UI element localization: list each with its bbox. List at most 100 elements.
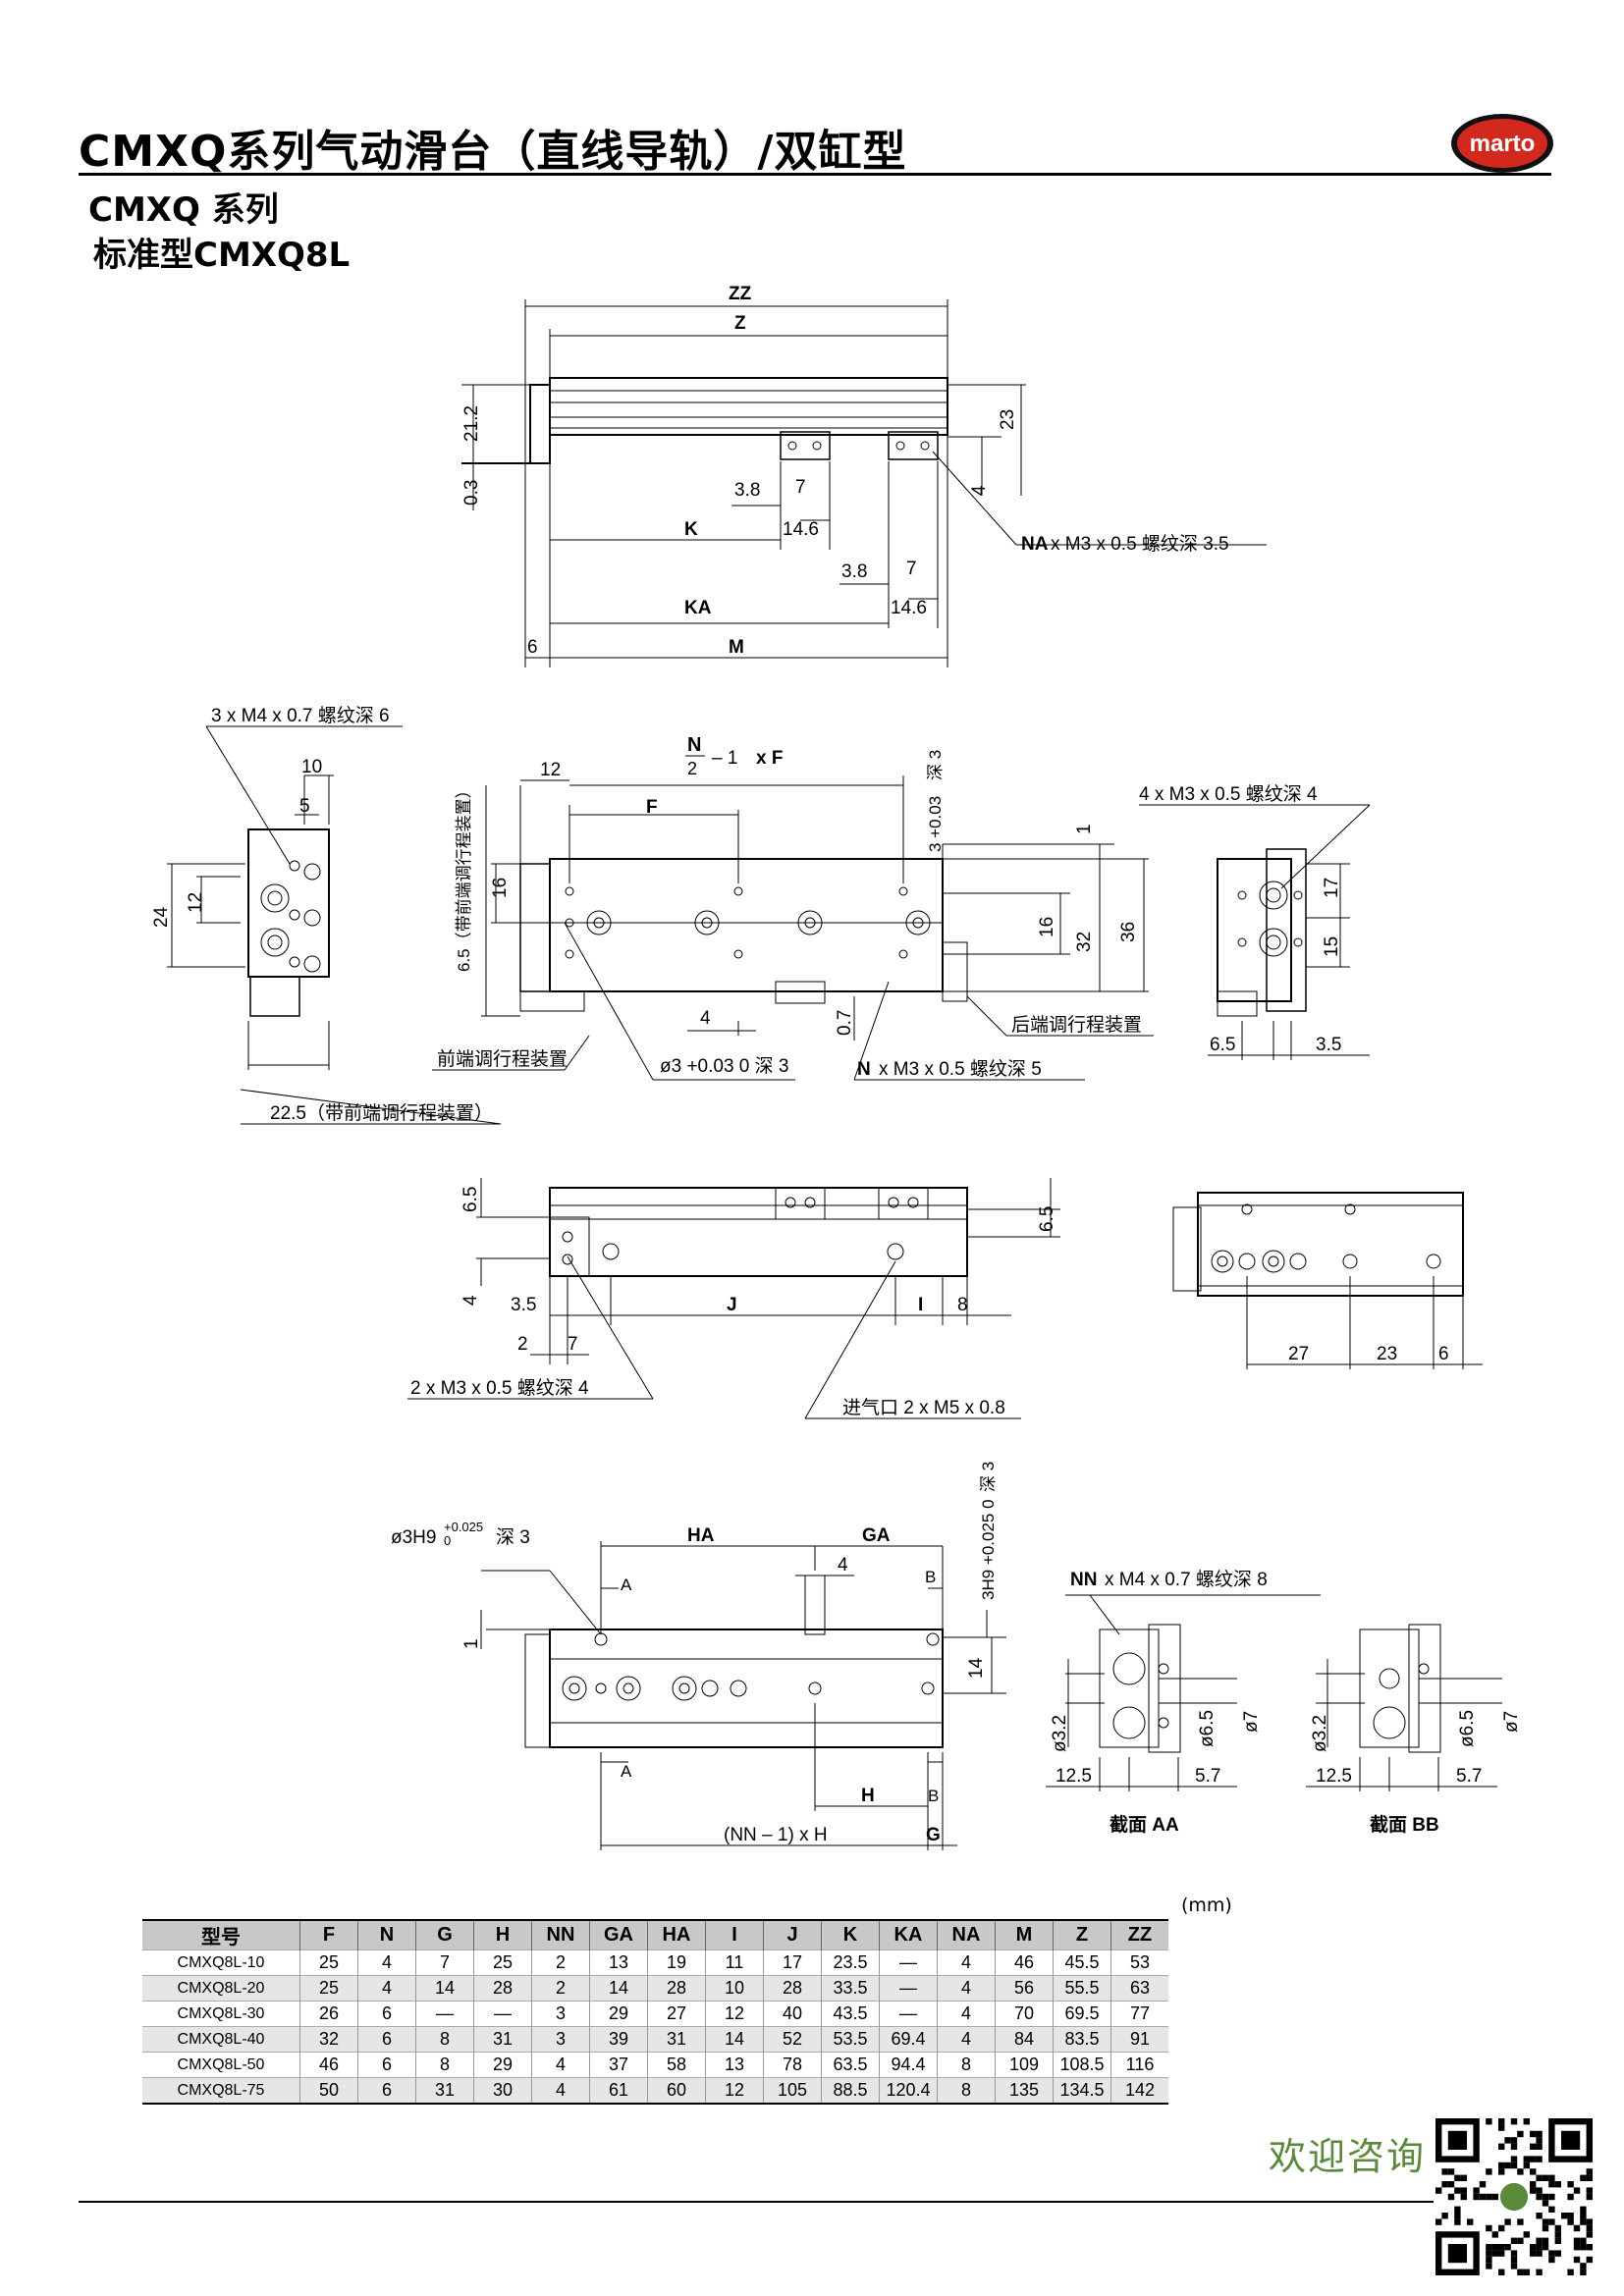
- value-cell: 13: [705, 2052, 764, 2078]
- svg-text:H: H: [861, 1786, 875, 1806]
- value-cell: 4: [937, 1949, 996, 1976]
- value-cell: 135: [995, 2077, 1054, 2104]
- svg-text:4: 4: [838, 1555, 848, 1575]
- column-header: F: [299, 1920, 358, 1950]
- svg-text:ø7: ø7: [1241, 1711, 1262, 1733]
- footer-rule: [79, 2201, 1434, 2203]
- svg-text:7: 7: [568, 1334, 578, 1355]
- value-cell: —: [415, 2001, 474, 2027]
- svg-text:截面 AA: 截面 AA: [1110, 1813, 1179, 1836]
- svg-text:x M4 x 0.7 螺纹深 8: x M4 x 0.7 螺纹深 8: [1105, 1569, 1268, 1590]
- value-cell: 6: [357, 2077, 416, 2104]
- left-end-labels: 3 x M4 x 0.7 螺纹深 6 10 5 12 24 22.5（带前端调行…: [151, 705, 493, 1124]
- value-cell: 33.5: [821, 1975, 880, 2002]
- svg-text:2 x M3 x 0.5 螺纹深 4: 2 x M3 x 0.5 螺纹深 4: [410, 1377, 589, 1399]
- value-cell: 83.5: [1053, 2026, 1111, 2053]
- value-cell: 8: [415, 2026, 474, 2053]
- svg-text:x F: x F: [756, 748, 783, 769]
- value-cell: 3: [531, 2001, 590, 2027]
- value-cell: 46: [995, 1949, 1054, 1976]
- value-cell: 25: [299, 1975, 358, 2002]
- value-cell: 4: [531, 2052, 590, 2078]
- value-cell: 55.5: [1053, 1975, 1111, 2002]
- value-cell: —: [879, 1975, 938, 2002]
- svg-text:Z: Z: [734, 313, 746, 334]
- svg-text:1: 1: [461, 1638, 482, 1649]
- value-cell: 94.4: [879, 2052, 938, 2078]
- column-header: I: [705, 1920, 764, 1950]
- value-cell: 84: [995, 2026, 1054, 2053]
- value-cell: 7: [415, 1949, 474, 1976]
- model-cell: CMXQ8L-10: [142, 1949, 300, 1976]
- value-cell: —: [473, 2001, 532, 2027]
- value-cell: 77: [1110, 2001, 1168, 2027]
- side-view-ports: [1172, 1192, 1483, 1369]
- value-cell: 2: [531, 1975, 590, 2002]
- svg-text:ø3.2: ø3.2: [1310, 1715, 1330, 1752]
- svg-text:x M3 x 0.5 螺纹深 3.5: x M3 x 0.5 螺纹深 3.5: [1051, 533, 1229, 555]
- value-cell: 88.5: [821, 2077, 880, 2104]
- value-cell: 19: [647, 1949, 706, 1976]
- value-cell: 26: [299, 2001, 358, 2027]
- svg-text:深 3: 深 3: [926, 750, 945, 780]
- value-cell: 14: [705, 2026, 764, 2053]
- value-cell: 53.5: [821, 2026, 880, 2053]
- svg-text:12.5: 12.5: [1056, 1766, 1092, 1787]
- svg-text:16: 16: [1037, 917, 1057, 937]
- value-cell: 3: [531, 2026, 590, 2053]
- value-cell: 12: [705, 2077, 764, 2104]
- value-cell: 37: [589, 2052, 648, 2078]
- value-cell: 14: [589, 1975, 648, 2002]
- logo-text: marto: [1470, 131, 1536, 157]
- value-cell: 6: [357, 2001, 416, 2027]
- svg-text:A: A: [621, 1575, 632, 1594]
- svg-text:ø3 +0.03 0 深 3: ø3 +0.03 0 深 3: [660, 1055, 789, 1077]
- svg-text:A: A: [621, 1762, 632, 1781]
- svg-text:0.3: 0.3: [461, 480, 482, 506]
- svg-text:24: 24: [151, 906, 172, 928]
- value-cell: 17: [763, 1949, 822, 1976]
- value-cell: 27: [647, 2001, 706, 2027]
- front-view-labels: 12 N 2 – 1 x F F 深 3 3 +0.03 16 6.5（带前端调…: [437, 734, 1142, 1080]
- value-cell: —: [879, 1949, 938, 1976]
- column-header: ZZ: [1110, 1920, 1168, 1950]
- side-view-labels: 27 23 6: [1288, 1344, 1449, 1364]
- table-unit: (mm): [1181, 1895, 1232, 1916]
- svg-text:3 x M4 x 0.7 螺纹深 6: 3 x M4 x 0.7 螺纹深 6: [211, 705, 390, 726]
- value-cell: 12: [705, 2001, 764, 2027]
- column-header: HA: [647, 1920, 706, 1950]
- model-cell: CMXQ8L-30: [142, 2001, 300, 2027]
- svg-text:14: 14: [966, 1657, 987, 1679]
- value-cell: 28: [647, 1975, 706, 2002]
- svg-text:3.8: 3.8: [734, 480, 760, 501]
- column-header: NA: [937, 1920, 996, 1950]
- value-cell: 4: [937, 2026, 996, 2053]
- underside-view: [480, 1541, 1006, 1850]
- value-cell: 58: [647, 2052, 706, 2078]
- svg-text:ø3H9: ø3H9: [391, 1527, 436, 1548]
- value-cell: 28: [473, 1975, 532, 2002]
- bottom-view-labels: 6.5 6.5 4 3.5 J I 8 2 7 2 x M3 x 0.5 螺纹深…: [410, 1187, 1057, 1418]
- value-cell: 43.5: [821, 2001, 880, 2027]
- column-header: N: [357, 1920, 416, 1950]
- svg-text:3.8: 3.8: [841, 561, 867, 582]
- svg-text:前端调行程装置: 前端调行程装置: [437, 1048, 568, 1070]
- value-cell: 116: [1110, 2052, 1168, 2078]
- technical-drawing: ZZ Z 21.2 0.3 23 4 3.8 7 K 14.6 NA x M3 …: [151, 284, 1522, 1850]
- svg-text:J: J: [727, 1295, 737, 1315]
- left-end-view: [167, 725, 502, 1125]
- value-cell: 40: [763, 2001, 822, 2027]
- value-cell: 29: [473, 2052, 532, 2078]
- section-views: [1046, 1594, 1502, 1791]
- value-cell: 69.4: [879, 2026, 938, 2053]
- title-rule: [79, 173, 1551, 176]
- value-cell: 39: [589, 2026, 648, 2053]
- svg-text:F: F: [646, 797, 658, 818]
- svg-text:3.5: 3.5: [511, 1295, 536, 1315]
